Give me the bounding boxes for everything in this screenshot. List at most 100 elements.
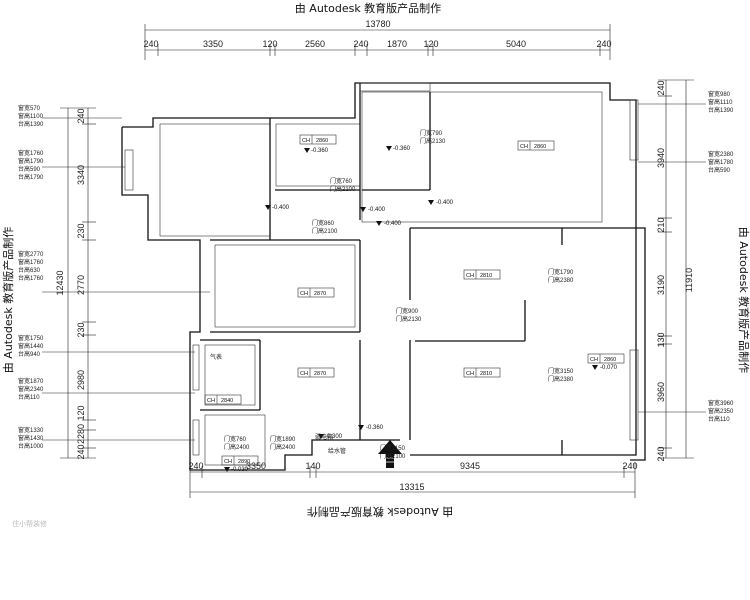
- dim-left-seg: 2980: [76, 370, 86, 390]
- dim-right-seg: 210: [656, 217, 666, 232]
- watermark-left: 由 Autodesk 教育版产品制作: [1, 227, 15, 373]
- note-line: 窗高2340: [18, 385, 44, 393]
- note-line: 门宽860: [312, 219, 335, 227]
- ceiling-tag-value: 2890: [238, 459, 250, 465]
- level-value: -0.030: [231, 467, 249, 473]
- dim-right-seg: 130: [656, 332, 666, 347]
- window-notes-right: 窗宽980 窗高1110 台高1390 窗宽2380 窗高1780 台高590 …: [638, 90, 734, 423]
- dim-top-seg: 5040: [506, 39, 526, 49]
- note-line: 台高1760: [18, 274, 44, 282]
- level-value: -0.360: [393, 146, 411, 152]
- walls: [121, 82, 646, 471]
- note-line: 门宽1890: [270, 435, 296, 443]
- ceiling-tag: CH 2840: [204, 394, 242, 405]
- note-line: 门宽900: [396, 307, 419, 315]
- note-line: 窗宽570: [18, 104, 41, 112]
- note-line: 窗宽1330: [18, 426, 44, 434]
- ceiling-tag-label: CH: [466, 371, 474, 377]
- note-line: 窗宽3960: [708, 399, 734, 407]
- note-line: 台高1390: [18, 120, 44, 128]
- gas-meter-label: 气表: [210, 353, 222, 361]
- note-line: 门高2380: [548, 375, 574, 383]
- dim-left-seg: 240: [76, 108, 86, 123]
- dim-top-seg: 240: [353, 39, 368, 49]
- level-value: -0.400: [436, 200, 454, 206]
- dim-right-seg: 3190: [656, 275, 666, 295]
- ceiling-tag-value: 2870: [314, 371, 326, 377]
- entrance-arrow: [376, 440, 404, 468]
- dim-left-seg: 3340: [76, 165, 86, 185]
- level-value: -0.400: [368, 207, 386, 213]
- electric-box-label: 弱电箱: [315, 433, 333, 441]
- note-line: 门高2400: [224, 443, 250, 451]
- level-value: -0.400: [272, 205, 290, 211]
- ceiling-tag: CH 2810: [463, 269, 501, 280]
- dim-left-seg: 230: [76, 223, 86, 238]
- dim-bottom-seg: 240: [622, 461, 637, 471]
- ceiling-tag-value: 2870: [314, 291, 326, 297]
- dim-top-seg: 2560: [305, 39, 325, 49]
- ceiling-tag-label: CH: [466, 273, 474, 279]
- note-line: 台高1390: [708, 106, 734, 114]
- note-line: 窗高1110: [708, 98, 733, 106]
- dimension-right: 240 3940 210 3190 130 3960 240 11910: [656, 79, 694, 462]
- note-line: 窗高1760: [18, 258, 44, 266]
- note-line: 窗高1790: [18, 157, 44, 165]
- ceiling-tag-value: 2860: [604, 357, 616, 363]
- note-line: 门高2100: [312, 227, 338, 235]
- dim-top-seg: 120: [423, 39, 438, 49]
- note-line: 窗高1430: [18, 434, 44, 442]
- ceiling-tag: CH 2810: [463, 367, 501, 378]
- dim-top-seg: 240: [143, 39, 158, 49]
- dim-right-seg: 240: [656, 446, 666, 461]
- note-line: 窗高2350: [708, 407, 734, 415]
- ceiling-tag: CH 2870: [297, 367, 335, 378]
- dim-bottom-total: 13315: [399, 482, 424, 492]
- ceiling-tag: CH 2860: [517, 140, 555, 151]
- dim-top-seg: 240: [596, 39, 611, 49]
- dim-bottom-seg: 140: [305, 461, 320, 471]
- watermark-bottom: 由 Autodesk 教育版产品制作: [307, 505, 453, 519]
- ceiling-tag: CH 2890: [221, 455, 259, 466]
- window-notes-left: 窗宽570 窗高1100 台高1390 窗宽1760 窗高1790 台高590 …: [18, 104, 210, 450]
- level-marks: -0.360 -0.360 -0.400 -0.400 -0.400 -0.40…: [224, 146, 618, 473]
- dim-left-seg: 2280: [76, 424, 86, 444]
- note-line: 门高2380: [548, 276, 574, 284]
- ceiling-tag-label: CH: [520, 144, 528, 150]
- note-line: 门高2100: [330, 185, 356, 193]
- dim-top-seg: 120: [262, 39, 277, 49]
- note-line: 窗高1440: [18, 342, 44, 350]
- level-value: -0.400: [384, 221, 402, 227]
- dim-bottom-seg: 9345: [460, 461, 480, 471]
- note-line: 门宽760: [224, 435, 247, 443]
- dimension-top: 13780 240 3350 120 2560 240 1870 120 504…: [143, 19, 612, 60]
- note-line: 门宽1150: [380, 444, 406, 452]
- ceiling-tag: CH 2870: [297, 287, 335, 298]
- note-line: 窗宽980: [708, 90, 731, 98]
- ceiling-tags: CH 2860 CH 2860 CH 2870 CH 2810 CH 2860 …: [204, 134, 625, 466]
- note-line: 台高110: [708, 415, 730, 423]
- dim-top-seg: 3350: [203, 39, 223, 49]
- dimension-bottom: 240 3350 140 9345 240 13315: [188, 461, 638, 498]
- note-line: 窗高1100: [18, 112, 44, 120]
- ceiling-tag: CH 2860: [299, 134, 337, 145]
- note-line: 台高1000: [18, 442, 44, 450]
- note-line: 门宽760: [330, 177, 353, 185]
- note-line: 窗高1780: [708, 158, 734, 166]
- ceiling-tag-value: 2840: [221, 398, 233, 404]
- dim-right-total: 11910: [684, 268, 694, 292]
- water-pipe-label: 给水管: [328, 447, 346, 455]
- ceiling-tag-label: CH: [207, 398, 215, 404]
- note-line: 门高2400: [270, 443, 296, 451]
- note-line: 台高590: [708, 166, 731, 174]
- note-line: 窗宽1870: [18, 377, 44, 385]
- dim-left-seg: 2770: [76, 275, 86, 295]
- watermark-right: 由 Autodesk 教育版产品制作: [737, 227, 750, 373]
- note-line: 门高2130: [420, 137, 446, 145]
- note-line: 门高2130: [396, 315, 422, 323]
- dim-right-seg: 3960: [656, 382, 666, 402]
- ceiling-tag-label: CH: [300, 371, 308, 377]
- dim-bottom-seg: 3350: [246, 461, 266, 471]
- dim-right-seg: 3940: [656, 148, 666, 168]
- note-line: 台高1790: [18, 173, 44, 181]
